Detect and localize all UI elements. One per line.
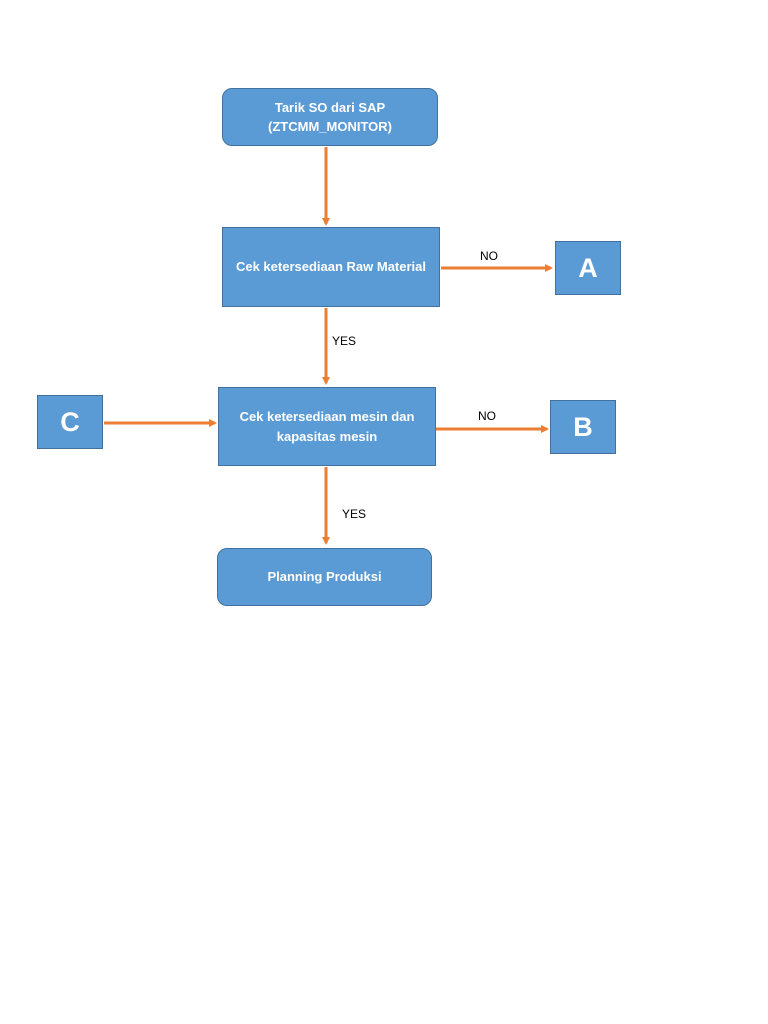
connector-b-label: B (573, 411, 593, 442)
edge-label-raw-material-no: NO (480, 249, 498, 263)
edge-label-machine-no: NO (478, 409, 496, 423)
node-start-label: Tarik SO dari SAP (ZTCMM_MONITOR) (268, 99, 392, 135)
node-planning: Planning Produksi (217, 548, 432, 606)
node-machine: Cek ketersediaan mesin dan kapasitas mes… (218, 387, 436, 466)
connector-c: C (37, 395, 103, 449)
node-raw-material: Cek ketersediaan Raw Material (222, 227, 440, 307)
connector-c-label: C (60, 406, 80, 437)
edge-label-raw-material-yes: YES (332, 334, 357, 348)
node-planning-label: Planning Produksi (267, 569, 382, 585)
edge-label-machine-yes: YES (342, 507, 367, 521)
connector-b: B (550, 400, 616, 454)
connector-a-label: A (578, 252, 598, 283)
connector-a: A (555, 241, 621, 295)
node-raw-material-label: Cek ketersediaan Raw Material (235, 259, 427, 275)
node-start: Tarik SO dari SAP (ZTCMM_MONITOR) (222, 88, 438, 146)
node-machine-label: Cek ketersediaan mesin dan kapasitas mes… (239, 409, 415, 444)
